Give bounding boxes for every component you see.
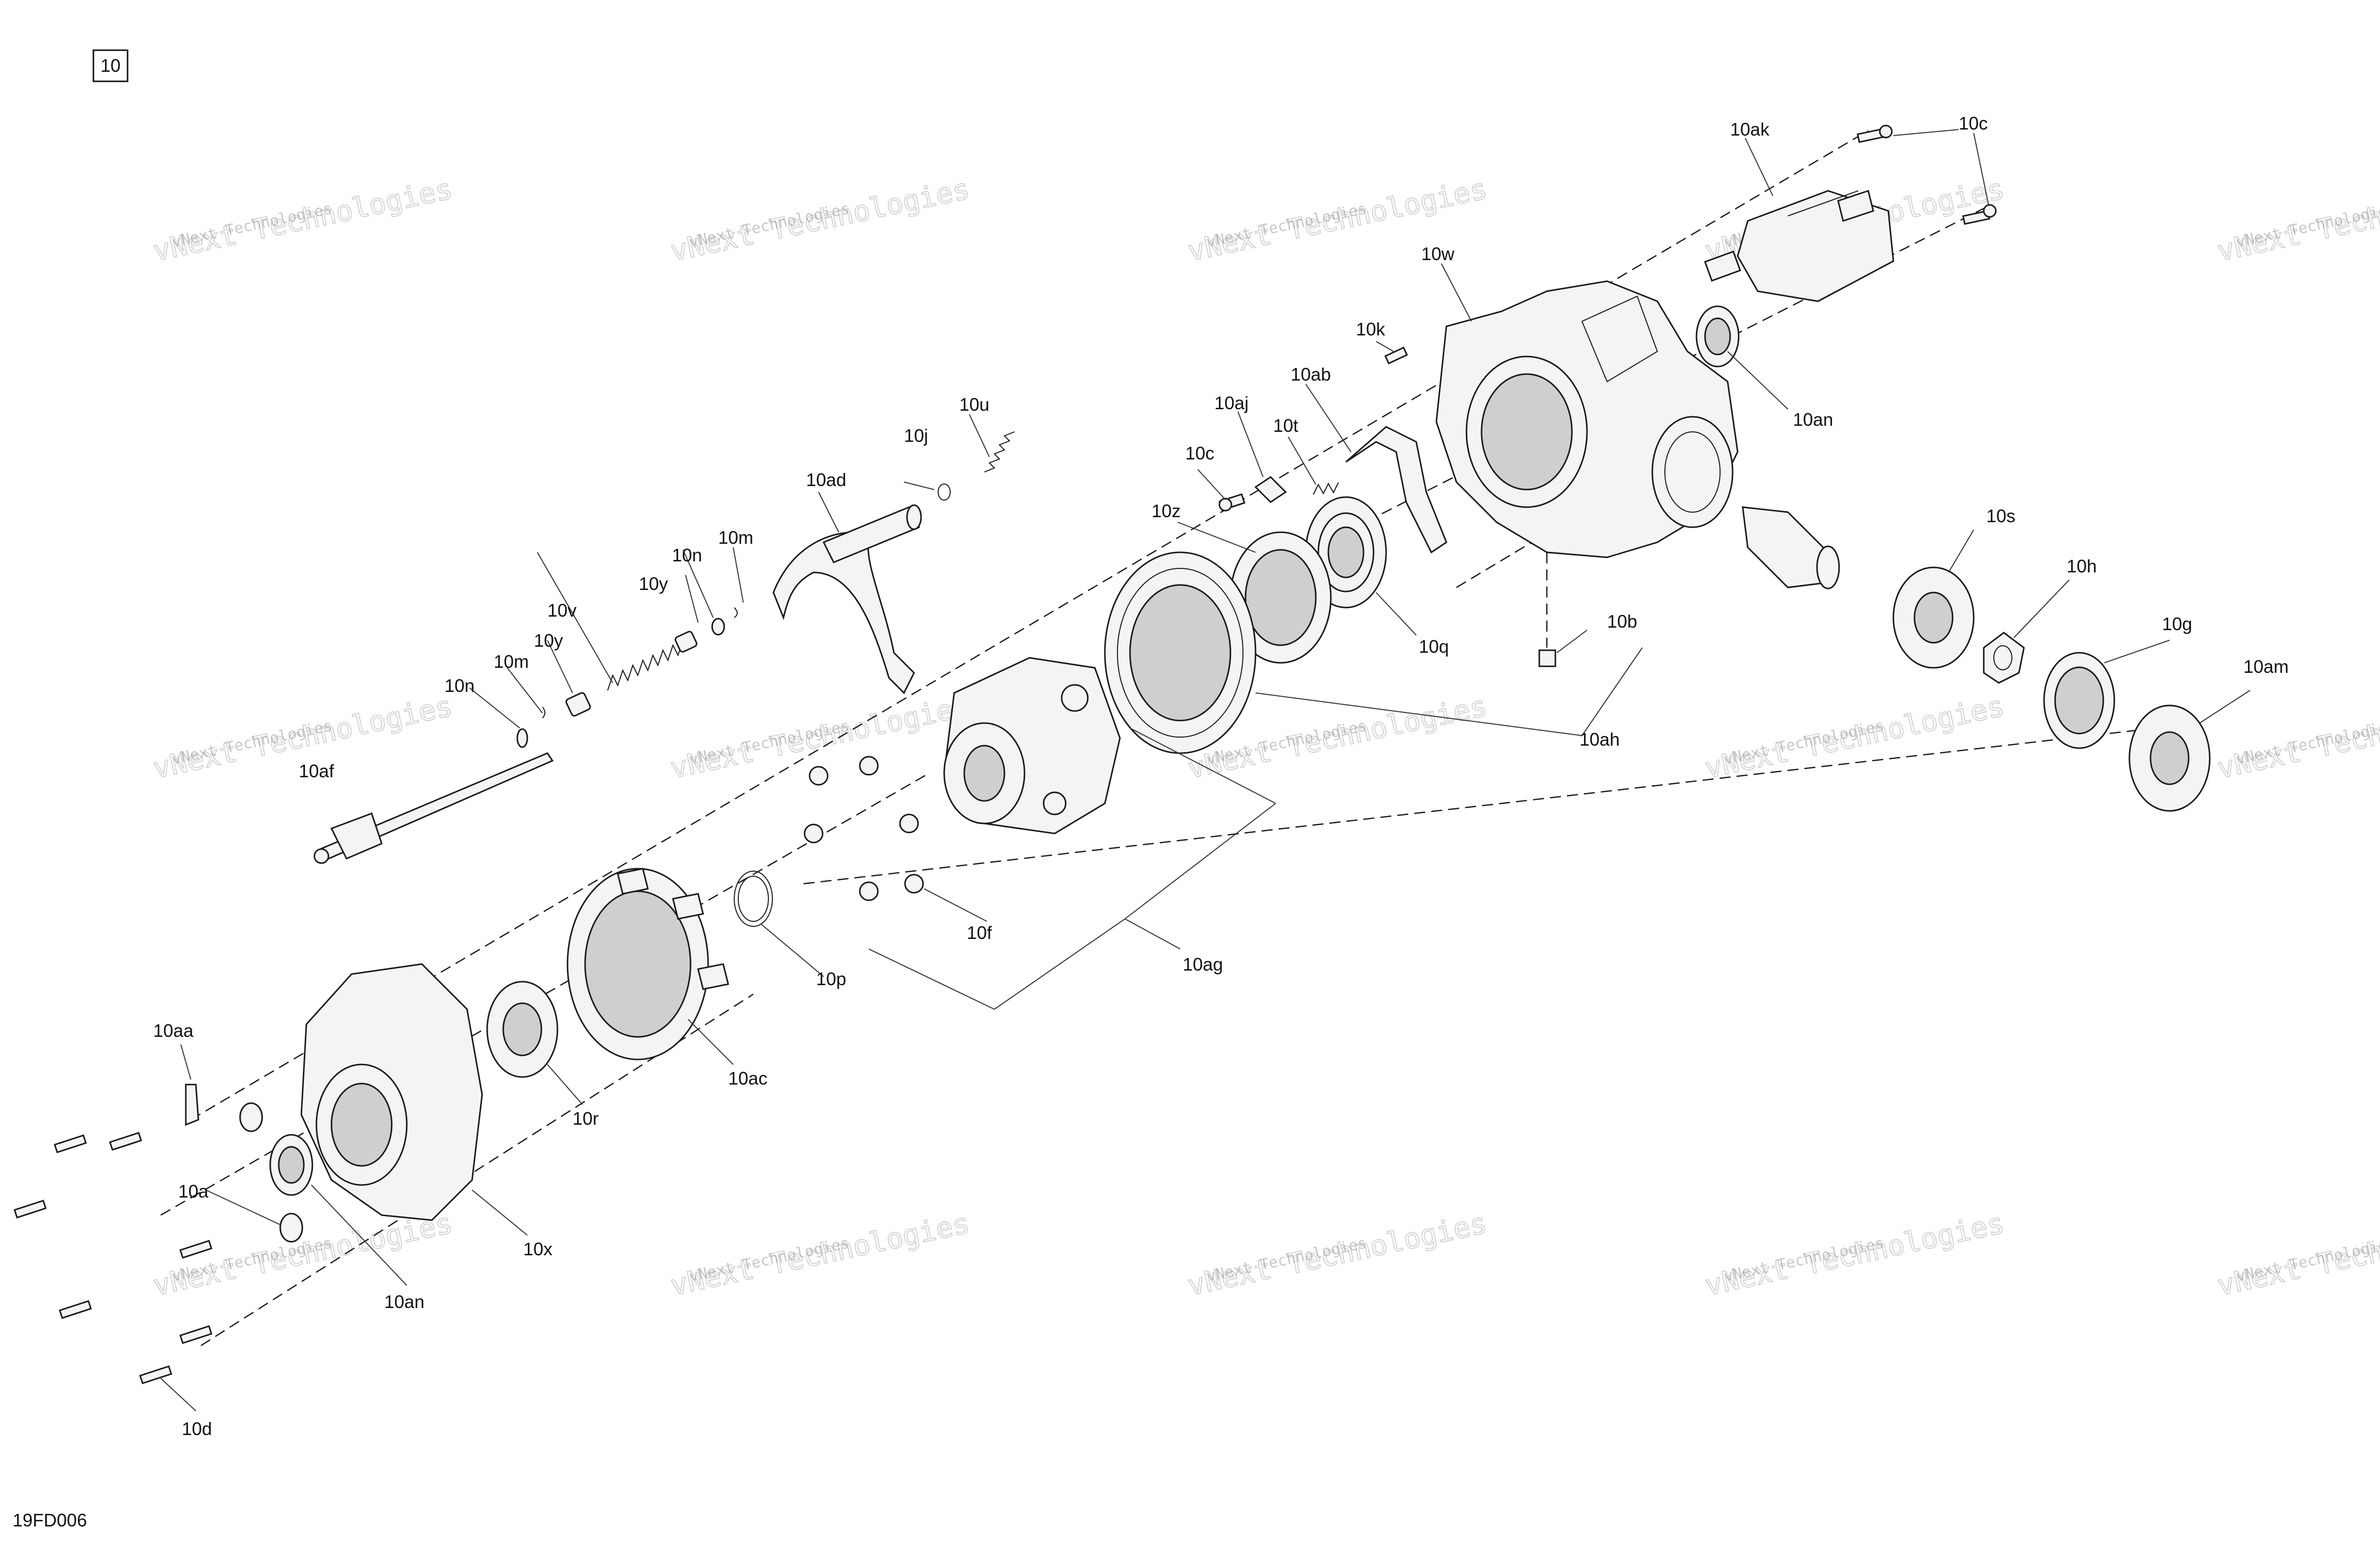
- label-10z: 10z: [1152, 501, 1181, 521]
- label-10c: 10c: [1959, 113, 1988, 134]
- label-10a: 10a: [178, 1181, 209, 1202]
- label-10m-lower: 10m: [494, 651, 529, 672]
- label-10r: 10r: [573, 1108, 599, 1129]
- cover-10x: [300, 963, 483, 1221]
- label-10x: 10x: [523, 1239, 552, 1259]
- label-10s: 10s: [1986, 506, 2015, 526]
- screws-10f: [804, 756, 924, 901]
- screw-10c: [1218, 493, 1245, 512]
- spring-10v: [607, 640, 684, 691]
- label-10aj: 10aj: [1214, 393, 1249, 413]
- label-10y-lower: 10y: [534, 630, 563, 651]
- label-10b: 10b: [1607, 611, 1637, 632]
- spring-10u: [984, 431, 1015, 472]
- o-ring-10p: [734, 871, 773, 927]
- bolts-10d: [14, 1132, 212, 1384]
- label-10ac: 10ac: [728, 1068, 767, 1089]
- bearing-10r: [486, 981, 558, 1078]
- shaft-small-parts: [516, 607, 738, 748]
- seal-10an-upper: [1695, 305, 1740, 368]
- shift-shaft-10af: [313, 752, 554, 864]
- pinion-gear: [1742, 506, 1840, 589]
- ring-10g: [2043, 652, 2115, 749]
- seal-10an-lower: [269, 1134, 313, 1196]
- housing-10w: [1435, 280, 1739, 558]
- leader-lines: [160, 129, 2250, 1411]
- plug-10a: [239, 1102, 303, 1243]
- plug-10b: [1538, 649, 1556, 667]
- label-10q: 10q: [1419, 636, 1449, 657]
- screw-10c-upper: [1857, 125, 1997, 225]
- label-10ad: 10ad: [806, 469, 846, 490]
- bracket-10ab: [1345, 426, 1447, 554]
- spring-10t: [1313, 482, 1339, 495]
- label-10an-lower: 10an: [384, 1291, 424, 1312]
- label-10t: 10t: [1273, 415, 1298, 436]
- ring-gear-10ah: [1104, 551, 1257, 754]
- label-10n-lower: 10n: [444, 675, 475, 696]
- document-code: 19FD006: [13, 1510, 87, 1530]
- label-10v: 10v: [547, 600, 577, 621]
- label-10y: 10y: [639, 573, 668, 594]
- label-10n: 10n: [672, 545, 702, 565]
- label-10f: 10f: [967, 922, 992, 943]
- label-10g: 10g: [2162, 614, 2192, 634]
- callout-labels: 10ak 10c 10w 10k 10ab 10an 10u 10aj 10t …: [153, 113, 2289, 1439]
- label-10j: 10j: [904, 425, 928, 446]
- fitting-10aa: [185, 1084, 199, 1126]
- label-10c-mid: 10c: [1185, 443, 1214, 463]
- label-10m: 10m: [718, 527, 753, 548]
- label-10an: 10an: [1793, 409, 1833, 430]
- clip-10aj: [1254, 476, 1287, 503]
- nut-10h: [1983, 632, 2025, 684]
- bearing-10s: [1892, 566, 1975, 669]
- page-number: 10: [100, 55, 121, 76]
- label-10u: 10u: [959, 394, 989, 415]
- label-10k: 10k: [1356, 319, 1386, 339]
- coupler-10ac: [566, 868, 729, 1060]
- retaining-ring-10j: [938, 484, 951, 501]
- shift-fork-10ad: [772, 504, 922, 694]
- label-10aa: 10aa: [153, 1020, 194, 1041]
- label-10af: 10af: [299, 761, 334, 781]
- label-10d: 10d: [182, 1418, 212, 1439]
- label-10ag: 10ag: [1183, 954, 1223, 975]
- actuator-10ak: [1704, 190, 1894, 302]
- page-number-box: 10: [92, 49, 129, 82]
- label-10am: 10am: [2243, 656, 2289, 677]
- differential-10ag: [943, 657, 1121, 835]
- label-10p: 10p: [816, 969, 846, 989]
- label-10ah: 10ah: [1579, 729, 1620, 750]
- flange-10am: [2128, 704, 2211, 812]
- label-10ak: 10ak: [1730, 119, 1770, 140]
- label-10ab: 10ab: [1291, 364, 1331, 385]
- pin-10k: [1384, 346, 1408, 365]
- label-10w: 10w: [1421, 244, 1455, 264]
- label-10h: 10h: [2067, 556, 2097, 576]
